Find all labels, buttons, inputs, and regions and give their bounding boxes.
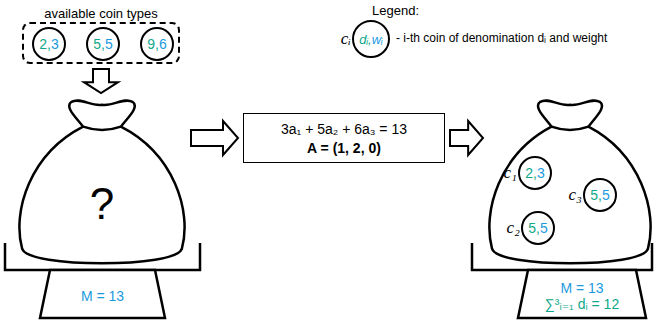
scale-outline: [40, 270, 165, 318]
equation-line: A = (1, 2, 0): [307, 140, 381, 156]
equation-box: 3a₁ + 5a₂ + 6a₃ = 13 A = (1, 2, 0): [243, 113, 445, 163]
weight: 5: [540, 220, 548, 236]
bag-label: ?: [90, 179, 114, 229]
denomination: 5,: [528, 220, 540, 236]
denomination: dᵢ,: [359, 32, 371, 47]
coin-circle: 5,5: [86, 27, 120, 61]
coin-label: c₂: [507, 218, 520, 238]
block-arrow: [450, 121, 483, 155]
scale-reading: ∑³ᵢ₌₁ dᵢ = 12: [545, 296, 619, 312]
coin-circle: c₂5,5: [521, 211, 555, 245]
coin-circle: c₃5,5: [583, 178, 617, 212]
bag-outline: [488, 98, 652, 270]
coin-circle: cᵢdᵢ,wᵢ: [352, 20, 390, 58]
coin-circle: c₁2,3: [518, 156, 552, 190]
block-arrow: [84, 69, 118, 93]
denomination: 2,: [39, 36, 51, 52]
money-bag: c₁2,3c₃5,5c₂5,5: [488, 98, 652, 270]
scale-reading: M = 13: [560, 280, 603, 296]
coin-label: cᵢ: [341, 29, 351, 49]
bag-tie: [552, 127, 589, 130]
bag-tie: [83, 127, 121, 130]
weight: 6: [159, 36, 167, 52]
block-arrow: [191, 121, 238, 155]
scale-reading: M = 13: [81, 288, 124, 304]
scale-outline: [518, 270, 646, 318]
denomination: 5,: [93, 36, 105, 52]
weight: 3: [51, 36, 59, 52]
scale-display: M = 13: [40, 270, 165, 318]
bag-body: [489, 100, 650, 263]
coin-label: c₃: [569, 185, 582, 205]
weight: wᵢ: [372, 32, 383, 47]
legend-entry: - i-th coin of denomination dᵢ and weigh…: [396, 31, 607, 45]
equation-line: 3a₁ + 5a₂ + 6a₃ = 13: [281, 121, 407, 137]
scale-display: M = 13∑³ᵢ₌₁ dᵢ = 12: [518, 270, 646, 318]
denomination: 9,: [147, 36, 159, 52]
coin-set-box: available coin types2,35,59,6: [22, 22, 180, 64]
coin-circle: 2,3: [32, 27, 66, 61]
coin-label: c₁: [504, 163, 517, 183]
bag-body: [19, 100, 184, 263]
weight: 3: [537, 165, 545, 181]
legend-title: Legend:: [372, 3, 419, 18]
weight: 5: [602, 187, 610, 203]
coin-circle: 9,6: [140, 27, 174, 61]
denomination: 5,: [590, 187, 602, 203]
group-heading: available coin types: [44, 6, 157, 21]
weight: 5: [105, 36, 113, 52]
money-bag: ?: [18, 98, 186, 270]
denomination: 2,: [525, 165, 537, 181]
